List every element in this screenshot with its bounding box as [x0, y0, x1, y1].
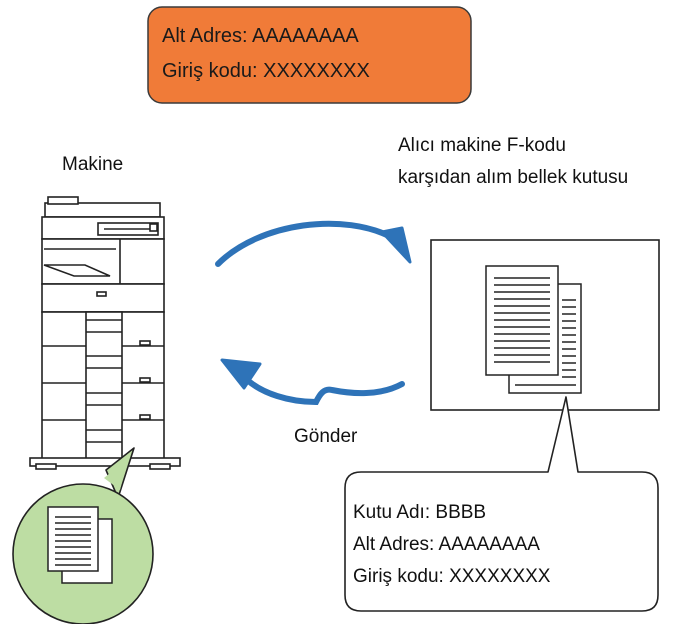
memory-box-info: Kutu Adı: BBBB Alt Adres: AAAAAAAA Giriş… — [353, 497, 550, 593]
sender-info-panel: Alt Adres: AAAAAAAA Giriş kodu: XXXXXXXX — [148, 7, 471, 103]
box-sub-address: Alt Adres: AAAAAAAA — [353, 534, 540, 555]
box-passcode: Giriş kodu: XXXXXXXX — [353, 566, 551, 587]
mfp-printer-icon — [29, 196, 181, 470]
document-icon — [47, 506, 113, 584]
request-arrow — [215, 220, 412, 267]
receiver-label-line2: karşıdan alım bellek kutusu — [398, 167, 629, 188]
send-arrow — [220, 358, 405, 406]
box-name: Kutu Adı: BBBB — [353, 502, 487, 523]
memory-box-callout — [344, 396, 659, 612]
receiver-label-line1: Alıcı makine F-kodu — [398, 135, 566, 156]
document-stack-icon — [485, 265, 582, 394]
sender-sub-address: Alt Adres: AAAAAAAA — [162, 25, 359, 47]
machine-label: Makine — [62, 154, 124, 175]
sender-info-box — [147, 6, 472, 104]
sender-passcode: Giriş kodu: XXXXXXXX — [162, 60, 370, 82]
send-label: Gönder — [294, 426, 358, 447]
